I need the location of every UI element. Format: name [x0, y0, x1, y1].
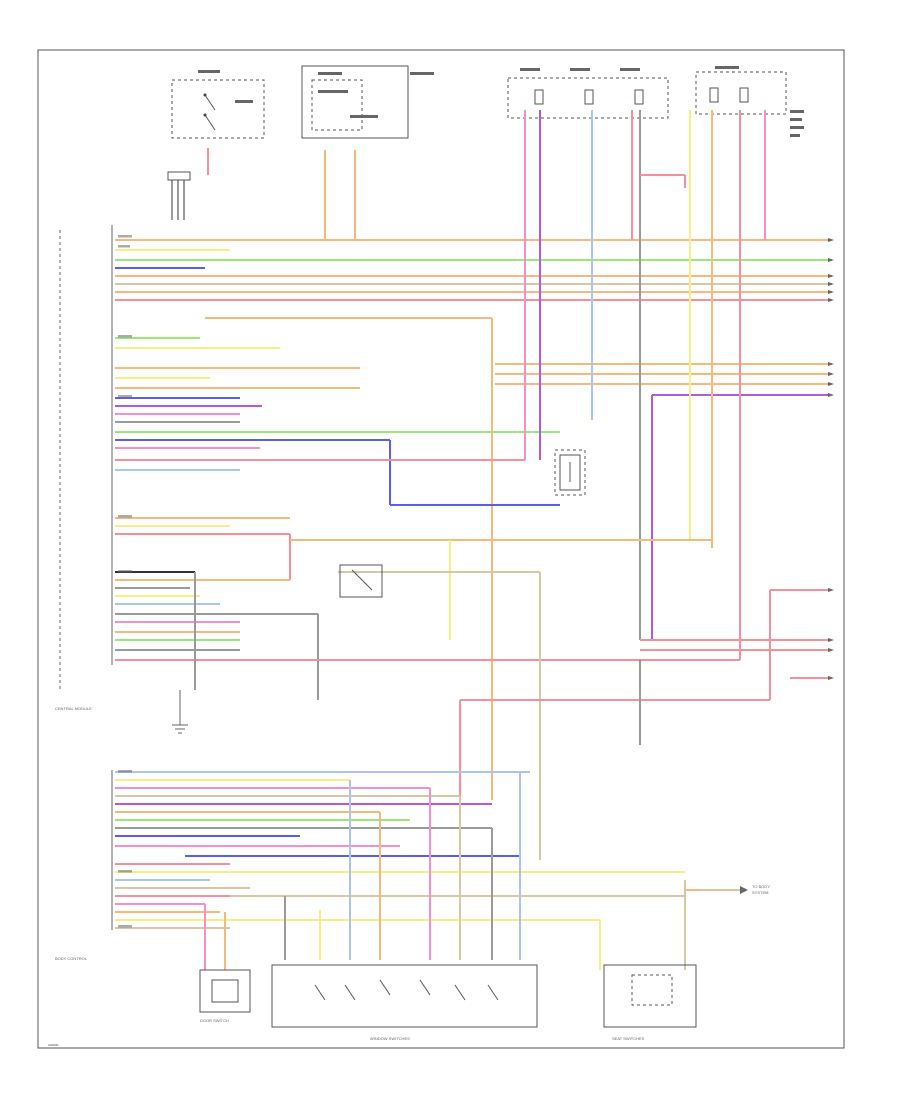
- relay-module: [301, 65, 434, 139]
- page-code: A00000: [48, 1043, 59, 1047]
- pin-markers: [118, 235, 132, 928]
- vertical-wires: [207, 110, 766, 660]
- position-sensor: [554, 449, 586, 496]
- main-module: CENTRAL MODULE BODY CONTROL: [55, 225, 113, 961]
- switch-drops: [204, 772, 686, 970]
- window-switch-group-label: WINDOW SWITCHES: [370, 1036, 410, 1041]
- fuse-block: [507, 68, 669, 119]
- door-switch: DOOR SWITCH: [199, 969, 251, 1023]
- seat-switch-group-label: SEAT SWITCHES: [612, 1036, 645, 1041]
- diagram-frame: [37, 49, 845, 1049]
- lower-module-label: BODY CONTROL: [55, 956, 88, 961]
- door-switch-label: DOOR SWITCH: [200, 1018, 229, 1023]
- right-connector-label: TO BODY: [752, 884, 770, 889]
- right-connector-sub: SYSTEM: [752, 890, 768, 895]
- ground-left: [172, 690, 188, 734]
- right-terminals: [828, 238, 834, 680]
- window-switch-group: WINDOW SWITCHES: [271, 964, 538, 1041]
- middle-wire-bundle: [115, 517, 830, 860]
- right-connector: TO BODY SYSTEM: [700, 884, 770, 895]
- ignition-switch: [171, 70, 265, 139]
- window-motor: [339, 564, 383, 598]
- lower-wire-bundle: [115, 771, 730, 960]
- main-module-label: CENTRAL MODULE: [55, 706, 92, 711]
- connector-stubs: [167, 171, 191, 220]
- upper-wire-bundle: [115, 239, 830, 800]
- seat-switch-group: SEAT SWITCHES: [603, 964, 697, 1041]
- right-wire-bundle: [495, 363, 830, 640]
